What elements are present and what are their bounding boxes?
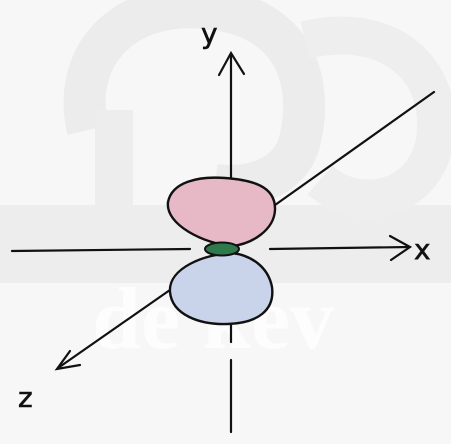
orbital-lobes [166,176,277,326]
nucleus-node [204,241,240,257]
z-axis-arrowhead [54,349,82,371]
y-axis-label: y [201,17,218,50]
x-axis-arrowhead [388,234,413,262]
watermark-pillar [95,110,133,205]
watermark-swirl-left [63,0,326,207]
lower-lobe [168,251,274,326]
z-axis-line-front [56,274,192,370]
x-axis-label: x [414,233,431,266]
y-axis-arrowhead [217,50,246,77]
upper-lobe [166,176,277,248]
z-axis-line-back [266,90,436,212]
z-axis-label: z [18,381,33,414]
watermark-swirl-right [300,16,451,218]
x-axis-line [10,245,412,253]
